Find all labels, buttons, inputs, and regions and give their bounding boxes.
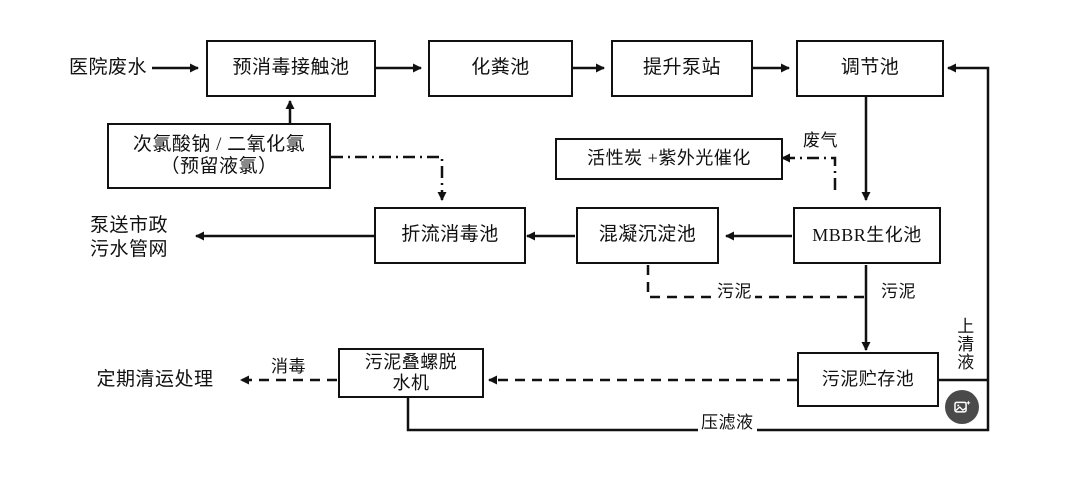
node-regular-clearing-treatment: 定期清运处理 [96, 369, 214, 391]
edge-label-filter-press-liquid: 压滤液 [698, 408, 757, 433]
node-pump-to-municipal-sewer: 泵送市政 污水管网 [89, 215, 168, 260]
node-activated-carbon-uv-photocatalysis[interactable]: 活性炭 +紫外光催化 [555, 138, 783, 180]
edge-label-sludge-mbbr: 污泥 [878, 277, 919, 302]
node-pre-disinfect-contact-tank[interactable]: 预消毒接触池 [206, 40, 376, 97]
edge-label-waste-gas: 废气 [800, 126, 841, 151]
node-baffled-disinfection-tank[interactable]: 折流消毒池 [374, 207, 526, 264]
edge-label-disinfection: 消毒 [268, 352, 309, 377]
node-coagulation-sedimentation-tank[interactable]: 混凝沉淀池 [576, 207, 719, 264]
node-sodium-hypochlorite-chlorine-dioxide[interactable]: 次氯酸钠 / 二氧化氯 （预留液氯） [107, 123, 331, 189]
node-sludge-screw-press-dewaterer[interactable]: 污泥叠螺脱 水机 [338, 348, 484, 398]
edge-label-sludge-sedimentation: 污泥 [714, 277, 755, 302]
node-regulating-tank[interactable]: 调节池 [796, 40, 944, 97]
node-hospital-wastewater: 医院废水 [68, 57, 147, 79]
node-sludge-storage-tank[interactable]: 污泥贮存池 [797, 352, 939, 407]
node-mbbr-biochemical-tank[interactable]: MBBR生化池 [793, 207, 941, 264]
node-septic-tank[interactable]: 化粪池 [428, 40, 573, 97]
image-sparkle-icon[interactable] [945, 390, 979, 424]
edge-label-supernatant: 上清液 [956, 317, 976, 372]
image-sparkle-glyph [953, 400, 971, 413]
node-lift-pump-station[interactable]: 提升泵站 [611, 40, 753, 97]
